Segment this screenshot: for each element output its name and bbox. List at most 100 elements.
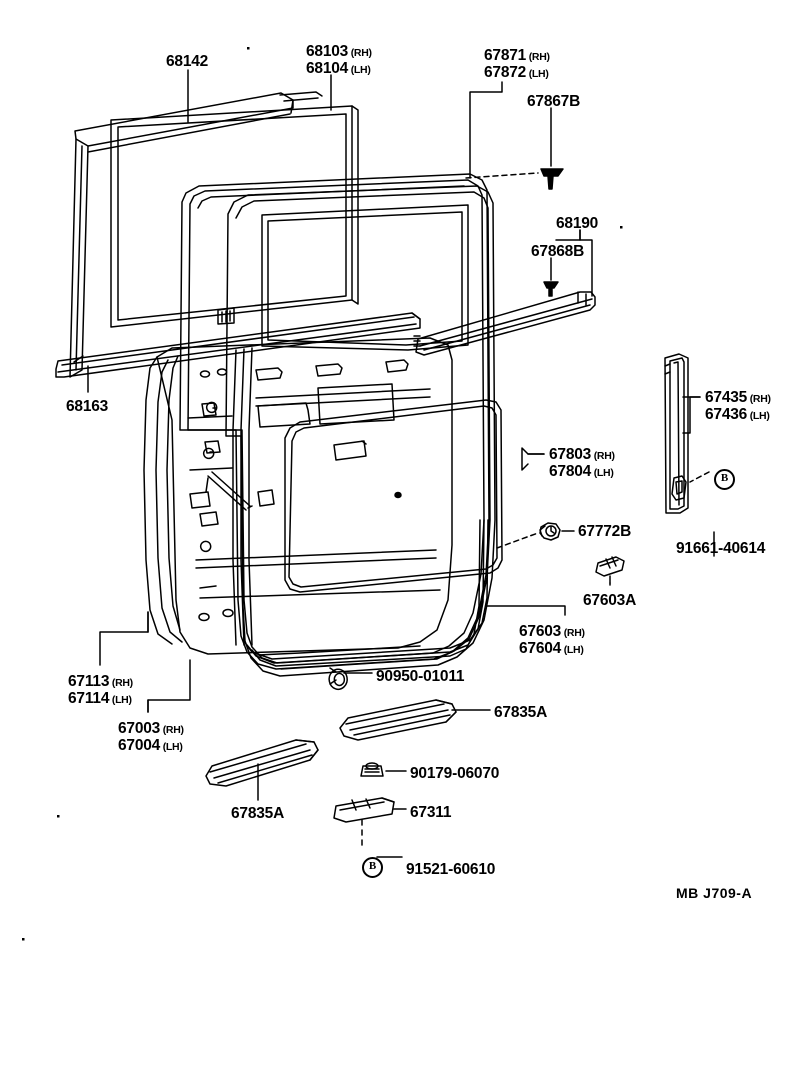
part-label-68142: 68142 [166,53,208,71]
part-side-suffix: (RH) [561,627,585,639]
door-panel-clip-marks [199,401,218,553]
part-67603A-clip [595,556,625,584]
part-68103-edge [279,91,323,102]
part-label-67871: 67871 (RH) [484,47,550,65]
part-67772B-leader [496,532,539,549]
door-glass-inner [261,204,469,351]
bolt-marker-icon: B [714,469,735,490]
part-number: 67436 [705,406,748,423]
part-number: 67835A [494,704,548,721]
part-label-67868B: 67868B [531,243,584,261]
part-number: 67003 [118,720,161,737]
part-number: 67603A [583,592,637,609]
part-side-suffix: (LH) [160,741,183,753]
part-label-68104: 68104 (LH) [306,60,371,78]
part-number: 67772B [578,523,632,540]
part-side-suffix: (LH) [348,64,371,76]
part-number: 67113 [68,673,110,690]
part-number: 67603 [519,623,562,640]
part-label-67603: 67603 (RH) [519,623,585,641]
part-number: 67868B [531,243,585,260]
part-label-67114: 67114 (LH) [68,690,132,708]
part-number: 67435 [705,389,748,406]
part-number: 67804 [549,463,592,480]
part-label-67436: 67436 (LH) [705,406,770,424]
part-90179-nut [360,762,384,777]
part-label-67113: 67113 (RH) [68,673,133,691]
part-number: 67872 [484,64,527,81]
part-67311-bracket [333,797,395,823]
part-67867B-leader [465,172,539,179]
part-67835A-upper [339,699,457,741]
part-side-suffix: (RH) [348,47,372,59]
part-side-suffix: (LH) [109,694,132,706]
part-side-suffix: (RH) [160,724,184,736]
part-label-68163: 68163 [66,398,108,416]
part-67867B-clip [540,168,564,190]
part-label-90179-06070: 90179-06070 [410,765,499,783]
part-68190-molding [415,291,596,356]
part-number: 68190 [556,215,599,232]
part-label-90950-01011: 90950-01011 [376,668,465,686]
part-number: 90950-01011 [376,668,465,685]
part-label-68190: 68190 [556,215,598,233]
scan-dots [22,47,623,941]
part-number: 68103 [306,43,349,60]
part-68163-molding [55,312,421,378]
part-67435-garnish [664,353,689,514]
part-side-suffix: (RH) [526,51,550,63]
part-number: 90179-06070 [410,765,500,782]
part-side-suffix: (RH) [747,393,771,405]
part-label-68103: 68103 (RH) [306,43,372,61]
part-side-suffix: (RH) [109,677,133,689]
part-label-67603A: 67603A [583,592,636,610]
part-label-67804: 67804 (LH) [549,463,614,481]
door-panel-holes [198,368,234,622]
part-number: 68104 [306,60,349,77]
footer-code: MB J709-A [676,885,753,901]
part-label-67003: 67003 (RH) [118,720,184,738]
part-number: 68163 [66,398,109,415]
part-number: 67871 [484,47,527,64]
glass-hatch-detail [217,307,235,325]
door-panel-cutouts [189,383,395,589]
part-label-67803: 67803 (RH) [549,446,615,464]
part-number: 67004 [118,737,161,754]
part-number: 67867B [527,93,581,110]
part-side-suffix: (LH) [591,467,614,479]
part-side-suffix: (LH) [747,410,770,422]
part-67868B-clip [543,281,559,297]
part-side-suffix: (RH) [591,450,615,462]
part-67772B-clip [539,522,561,541]
part-label-67004: 67004 (LH) [118,737,183,755]
bolt-marker-icon: B [362,857,383,878]
part-67603-opening-weatherstrip [242,519,489,667]
part-number: 67835A [231,805,285,822]
part-68103-glass [110,105,359,328]
part-label-67772B: 67772B [578,523,631,541]
part-label-67872: 67872 (LH) [484,64,549,82]
part-label-67835A: 67835A [231,805,284,823]
part-68190-hatch [413,335,421,347]
part-label-67835A: 67835A [494,704,547,722]
part-label-67604: 67604 (LH) [519,640,584,658]
part-label-67311: 67311 [410,804,451,822]
door-top-rail [255,359,409,381]
part-90950-grommet [328,667,348,691]
part-number: 67803 [549,446,592,463]
part-number: 67604 [519,640,562,657]
part-label-91521-60610: 91521-60610 [406,861,495,879]
part-label-67435: 67435 (RH) [705,389,771,407]
part-side-suffix: (LH) [561,644,584,656]
part-side-suffix: (LH) [526,68,549,80]
part-label-67867B: 67867B [527,93,580,111]
part-number: 67114 [68,690,110,707]
part-67835A-lower [205,739,319,787]
part-number: 91521-60610 [406,861,496,878]
part-label-91661-40614: 91661-40614 [676,540,765,558]
leader-lines [87,69,715,858]
door-inner-panel [143,337,453,655]
part-number: 91661-40614 [676,540,766,557]
